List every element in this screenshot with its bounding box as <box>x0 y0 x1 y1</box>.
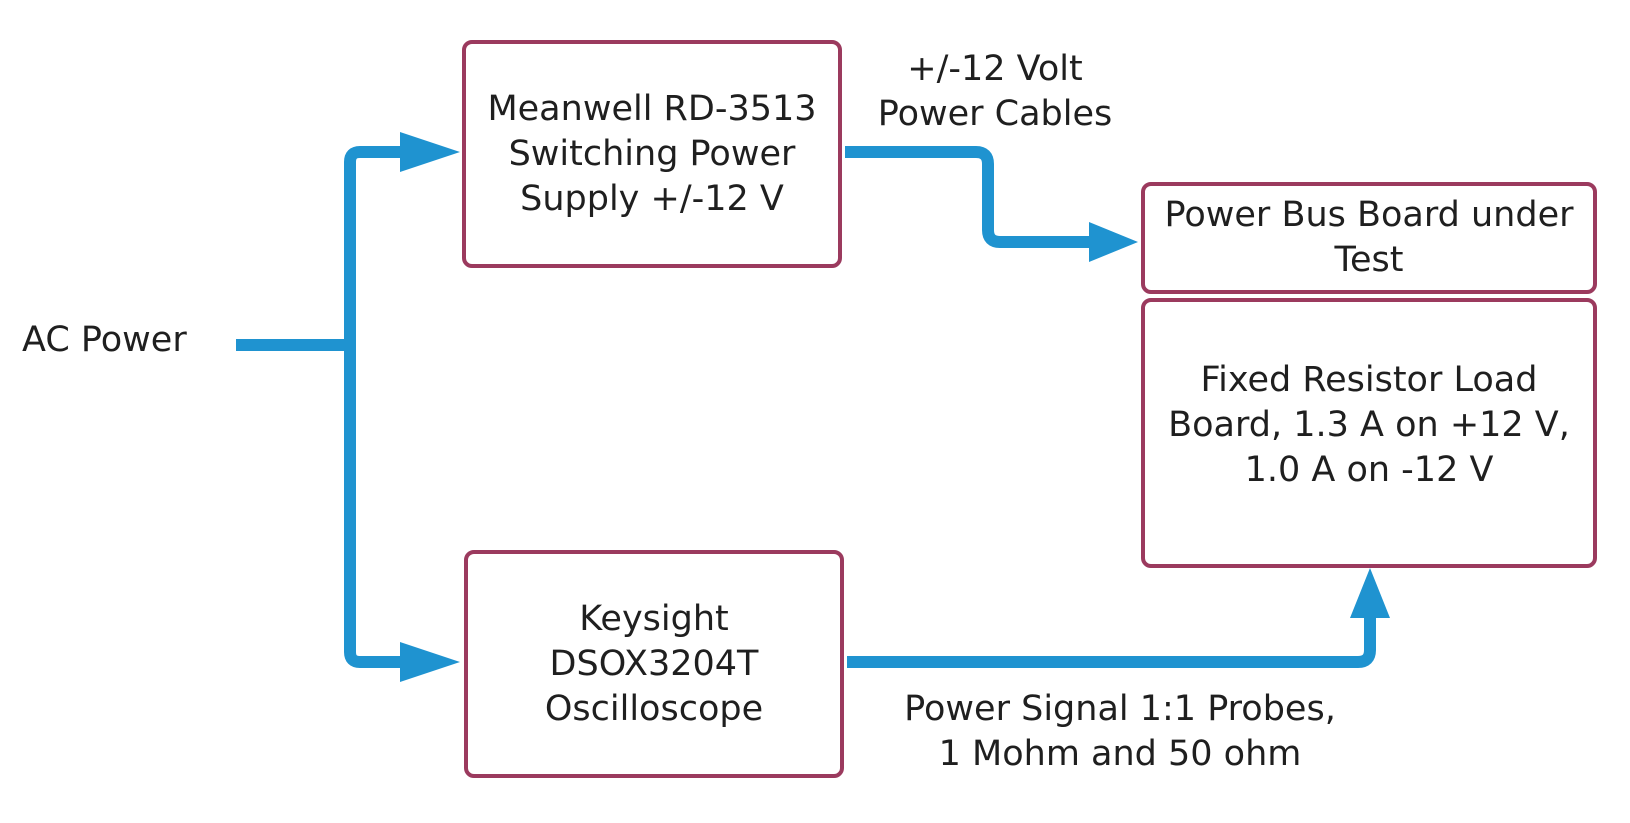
probes-connector <box>847 612 1376 668</box>
power-supply-node: Meanwell RD-3513 Switching Power Supply … <box>462 40 842 268</box>
load-board-line-2: Board, 1.3 A on +12 V, <box>1168 405 1570 445</box>
arrowhead-power-bus <box>1089 222 1138 262</box>
ac-power-text: AC Power <box>22 320 187 360</box>
load-board-node: Fixed Resistor Load Board, 1.3 A on +12 … <box>1141 298 1597 568</box>
power-supply-line-2: Switching Power <box>508 133 796 174</box>
power-bus-board-line-2: Test <box>1334 240 1404 280</box>
power-bus-board-text: Power Bus Board under Test <box>1165 193 1574 283</box>
oscilloscope-node: Keysight DSOX3204T Oscilloscope <box>464 550 844 778</box>
oscilloscope-line-2: DSOX3204T <box>549 643 759 684</box>
load-board-line-3: 1.0 A on -12 V <box>1244 450 1494 490</box>
probes-label: Power Signal 1:1 Probes, 1 Mohm and 50 o… <box>870 687 1370 777</box>
branch-to-oscilloscope <box>344 345 405 668</box>
power-bus-board-node: Power Bus Board under Test <box>1141 182 1597 294</box>
power-bus-board-line-1: Power Bus Board under <box>1164 195 1574 235</box>
arrowhead-power-supply <box>400 132 460 172</box>
oscilloscope-text: Keysight DSOX3204T Oscilloscope <box>545 597 763 732</box>
oscilloscope-line-1: Keysight <box>579 598 729 639</box>
ac-power-label: AC Power <box>22 318 187 363</box>
branch-to-power-supply <box>344 146 405 345</box>
power-cables-connector <box>845 146 1093 248</box>
probes-line-2: 1 Mohm and 50 ohm <box>938 734 1302 774</box>
power-cables-label: +/-12 Volt Power Cables <box>865 47 1125 137</box>
arrowhead-load-board <box>1350 568 1390 618</box>
power-cables-line-1: +/-12 Volt <box>907 49 1083 89</box>
power-supply-text: Meanwell RD-3513 Switching Power Supply … <box>487 87 816 222</box>
arrowhead-oscilloscope <box>400 642 460 682</box>
load-board-line-1: Fixed Resistor Load <box>1200 360 1538 400</box>
load-board-text: Fixed Resistor Load Board, 1.3 A on +12 … <box>1168 358 1570 493</box>
power-supply-line-1: Meanwell RD-3513 <box>487 88 817 129</box>
power-supply-line-3: Supply +/-12 V <box>520 178 784 219</box>
power-cables-line-2: Power Cables <box>877 94 1113 134</box>
oscilloscope-line-3: Oscilloscope <box>544 688 764 729</box>
probes-line-1: Power Signal 1:1 Probes, <box>904 689 1336 729</box>
